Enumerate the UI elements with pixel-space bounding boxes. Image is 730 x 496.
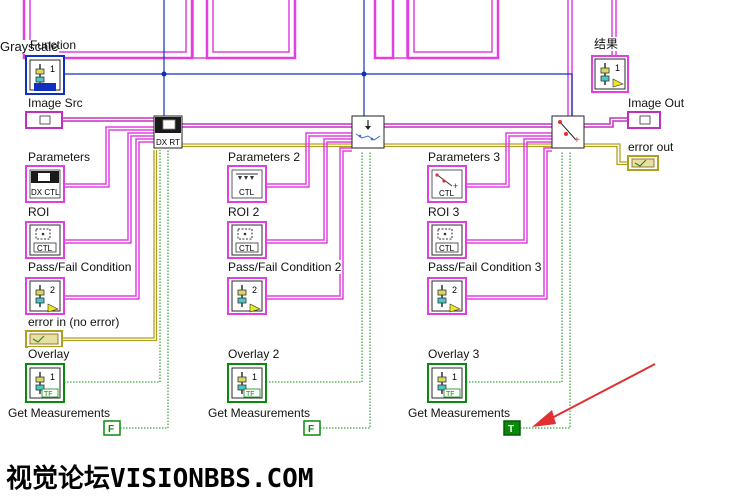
label-roi-3: ROI 3 — [428, 205, 460, 219]
label-roi-1: ROI — [28, 205, 50, 219]
image-src-terminal[interactable] — [25, 111, 63, 129]
watermark: 视觉论坛VISIONBBS.COM — [6, 464, 314, 494]
get-measurements-2-constant[interactable]: F — [303, 420, 321, 436]
error-out-indicator[interactable] — [627, 155, 659, 171]
label-pass-fail-2: Pass/Fail Condition 2 — [228, 260, 342, 274]
overlay-3-tf: TF — [446, 391, 455, 398]
parameters-2-terminal[interactable]: CTL — [227, 165, 267, 203]
label-pass-fail-1: Pass/Fail Condition — [28, 260, 132, 274]
cluster-wires-1 — [64, 126, 154, 300]
parameters-2-text: CTL — [239, 188, 255, 197]
label-error-in: error in (no error) — [28, 315, 120, 329]
pass-fail-3-num: 2 — [452, 285, 457, 295]
pass-fail-2-num: 2 — [252, 285, 257, 295]
image-out-indicator[interactable] — [627, 111, 661, 129]
get-measurements-2-value: F — [308, 424, 314, 435]
result-indicator[interactable]: 1 — [591, 55, 629, 93]
roi-2-text: CTL — [239, 244, 255, 253]
label-overlay-1: Overlay — [28, 347, 70, 361]
pass-fail-1-terminal[interactable]: 2 — [25, 277, 65, 315]
cluster-wires-3 — [466, 132, 552, 300]
result-num: 1 — [615, 63, 620, 73]
label-overlay-2: Overlay 2 — [228, 347, 280, 361]
overlay-2-tf: TF — [246, 391, 255, 398]
node-section-3-plus: + — [574, 135, 580, 146]
label-get-measurements-1: Get Measurements — [8, 406, 111, 420]
label-grayscale: Grayscale — [0, 39, 59, 54]
get-measurements-1-constant[interactable]: F — [103, 420, 121, 436]
node-dx-rt-text: DX RT — [156, 138, 180, 147]
label-pass-fail-3: Pass/Fail Condition 3 — [428, 260, 542, 274]
image-wire — [62, 117, 628, 128]
label-overlay-3: Overlay 3 — [428, 347, 480, 361]
bool-wires — [64, 150, 571, 429]
cluster-wires-2 — [266, 132, 352, 300]
label-parameters-2: Parameters 2 — [228, 150, 301, 164]
get-measurements-1-value: F — [108, 424, 114, 435]
roi-2-terminal[interactable]: CTL — [227, 221, 267, 259]
parameters-3-text: CTL — [439, 189, 455, 198]
label-get-measurements-2: Get Measurements — [208, 406, 311, 420]
parameters-3-plus: + — [453, 181, 458, 191]
roi-3-text: CTL — [439, 244, 455, 253]
label-result: 结果 — [594, 37, 619, 51]
error-in-terminal[interactable] — [25, 330, 63, 348]
grayscale-num: 1 — [50, 64, 55, 74]
pass-fail-3-terminal[interactable]: 2 — [427, 277, 467, 315]
label-roi-2: ROI 2 — [228, 205, 260, 219]
get-measurements-3-value: T — [508, 424, 514, 435]
overlay-1-terminal[interactable]: 1 TF — [25, 363, 65, 403]
parameters-3-terminal[interactable]: + CTL — [427, 165, 467, 203]
annotation-arrow — [532, 363, 656, 427]
overlay-1-num: 1 — [50, 372, 55, 382]
node-section-3[interactable]: + — [551, 115, 585, 149]
overlay-2-terminal[interactable]: 1 TF — [227, 363, 267, 403]
pass-fail-2-terminal[interactable]: 2 — [227, 277, 267, 315]
get-measurements-3-constant[interactable]: T — [503, 420, 521, 436]
roi-3-terminal[interactable]: CTL — [427, 221, 467, 259]
label-parameters-1: Parameters — [28, 150, 91, 164]
label-function: Function — [30, 38, 77, 52]
error-wire — [62, 143, 628, 342]
label-image-src: Image Src — [28, 96, 83, 110]
node-dx-rt[interactable]: DX RT — [153, 115, 183, 149]
label-get-measurements-3: Get Measurements — [408, 406, 511, 420]
parameters-1-terminal[interactable]: DX CTL — [25, 165, 65, 203]
overlay-3-terminal[interactable]: 1 TF — [427, 363, 467, 403]
roi-1-terminal[interactable]: CTL — [25, 221, 65, 259]
roi-1-text: CTL — [37, 244, 53, 253]
top-structure-left — [22, 0, 297, 60]
overlay-2-num: 1 — [252, 372, 257, 382]
overlay-3-num: 1 — [452, 372, 457, 382]
node-section-2[interactable] — [351, 115, 385, 149]
overlay-1-tf: TF — [44, 391, 53, 398]
parameters-1-text: DX CTL — [31, 188, 60, 197]
label-parameters-3: Parameters 3 — [428, 150, 501, 164]
pass-fail-1-num: 2 — [50, 285, 55, 295]
label-image-out: Image Out — [628, 96, 685, 110]
blue-junctions — [161, 71, 367, 77]
label-error-out: error out — [628, 140, 674, 154]
top-structure-right — [373, 0, 500, 60]
grayscale-terminal[interactable]: 1 — [25, 55, 65, 95]
blue-wires — [64, 0, 573, 118]
